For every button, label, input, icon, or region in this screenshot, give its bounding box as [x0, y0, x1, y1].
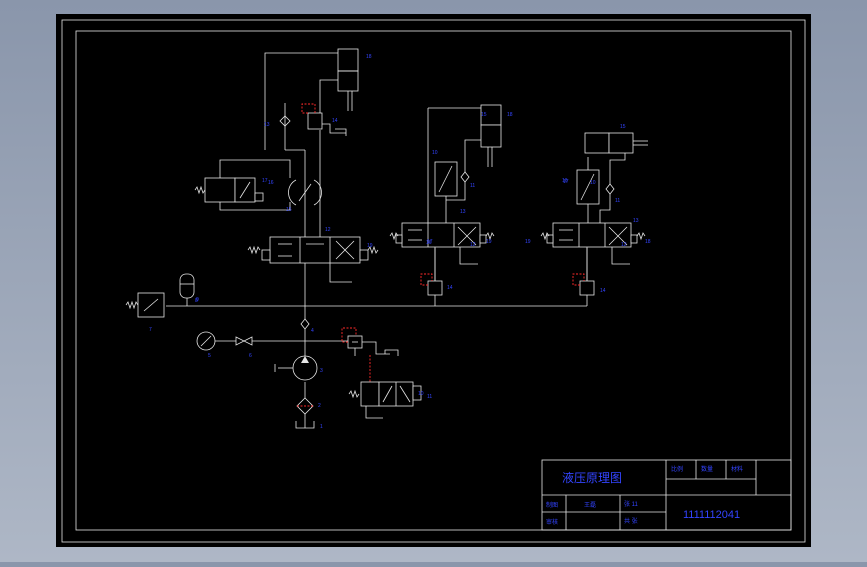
component-label: 17: [262, 178, 268, 184]
component-label: 14: [447, 285, 453, 291]
pump-group: [125, 273, 318, 429]
component-label: 13: [460, 209, 466, 215]
component-label: 18: [507, 112, 513, 118]
component-label: 6: [249, 353, 252, 359]
component-label: 10: [418, 391, 424, 397]
sheet-total: 共 张: [624, 517, 638, 525]
circuit-1: [194, 48, 379, 283]
title-block: 液压原理图 比例 数量 材料 制图 王磊 张 11 审核 共 张 1111112…: [541, 459, 792, 531]
component-label: 16: [562, 178, 568, 184]
component-label: 12: [325, 227, 331, 233]
header-quantity: 数量: [701, 465, 713, 473]
drawn-by-label: 制图: [546, 501, 558, 509]
component-label: 17: [563, 179, 569, 185]
header-scale: 比例: [671, 465, 683, 473]
component-label: 19: [525, 239, 531, 245]
drawing-number: 1111112041: [683, 509, 740, 521]
component-label: 3: [320, 368, 323, 374]
component-label: 15: [286, 207, 292, 213]
component-label: 9: [196, 297, 199, 303]
component-label: 17: [427, 239, 433, 245]
component-label: 12: [621, 242, 627, 248]
component-label: 10: [432, 150, 438, 156]
component-label: 16: [426, 240, 432, 246]
component-label: 14: [332, 118, 338, 124]
drawn-by-name: 王磊: [584, 502, 596, 509]
component-label: 1: [320, 424, 323, 430]
component-label: 10: [590, 180, 596, 186]
circuit-2: [389, 104, 502, 296]
circuit-3: [540, 132, 648, 296]
sheet-number: 张 11: [624, 500, 639, 508]
component-label: 7: [149, 327, 152, 333]
component-label: 13: [633, 218, 639, 224]
component-label: 2: [318, 403, 321, 409]
checked-by-label: 审核: [546, 518, 558, 526]
drawing-title: 液压原理图: [562, 470, 622, 485]
component-label: 4: [311, 328, 314, 334]
component-label: 19: [367, 243, 373, 249]
relief-valve-group: [341, 327, 422, 419]
component-label: 16: [268, 180, 274, 186]
component-label: 11: [615, 198, 620, 204]
component-label: 18: [366, 54, 372, 60]
inner-border: [75, 30, 792, 531]
component-label: 15: [481, 112, 487, 118]
component-label: 18: [645, 239, 651, 245]
outer-border: [61, 19, 806, 543]
component-label: 13: [264, 122, 270, 128]
component-label: 5: [208, 353, 211, 359]
drawing-sheet: [56, 14, 811, 547]
component-label: 19: [486, 239, 492, 245]
component-label: 8: [195, 298, 198, 304]
component-label: 11: [470, 183, 475, 189]
component-label: 12: [470, 242, 476, 248]
component-label: 11: [427, 394, 432, 400]
component-label: 15: [620, 124, 626, 130]
component-label: 14: [600, 288, 606, 294]
header-material: 材料: [731, 465, 743, 473]
